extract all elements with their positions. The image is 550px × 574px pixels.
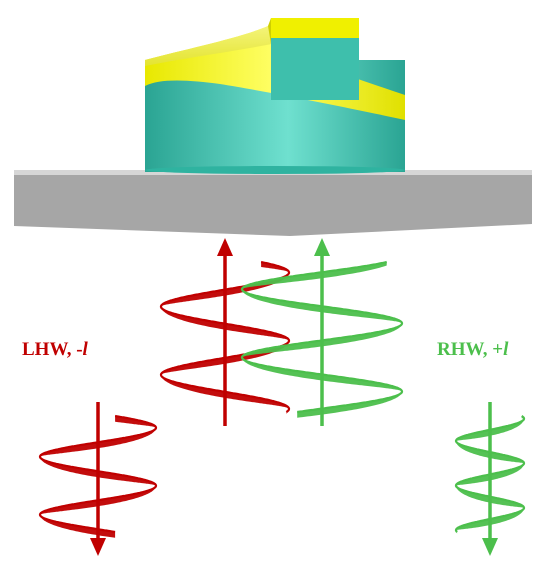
- step-edge: [268, 18, 271, 44]
- label-lhw-symbol: l: [82, 339, 88, 360]
- label-lhw-main: LHW,: [22, 339, 77, 360]
- label-rhw-sign: +: [492, 339, 504, 360]
- label-rhw-symbol: l: [503, 339, 509, 360]
- green-wave-incident-arrowhead: [482, 538, 498, 556]
- step-top: [271, 18, 359, 38]
- label-rhw-main: RHW,: [437, 339, 493, 360]
- label-lhw: LHW, -l: [22, 339, 88, 361]
- red-wave-reflected-arrowhead: [217, 238, 233, 256]
- helical-waves: [38, 238, 526, 556]
- ramp-top-surface: [145, 26, 272, 66]
- red-wave-reflected-helix: [159, 260, 291, 413]
- label-lhw-sign: -: [76, 339, 83, 360]
- spiral-phase-plate: [145, 18, 405, 174]
- green-wave-reflected-helix: [240, 260, 404, 414]
- label-rhw: RHW, +l: [437, 339, 508, 361]
- substrate-slab: [14, 170, 532, 236]
- red-wave-incident-helix: [38, 414, 158, 534]
- green-wave-reflected-arrowhead: [314, 238, 330, 256]
- green-wave-incident: [454, 402, 526, 556]
- green-wave-incident-helix: [454, 415, 526, 533]
- red-wave-incident: [38, 402, 158, 556]
- plate-cylinder-bottom: [145, 166, 405, 174]
- green-wave-reflected: [240, 238, 404, 426]
- red-wave-incident-arrowhead: [90, 538, 106, 556]
- step-face: [271, 36, 359, 100]
- red-wave-reflected-ribbon: [161, 262, 289, 414]
- substrate-front: [14, 175, 532, 236]
- red-wave-reflected: [159, 238, 291, 426]
